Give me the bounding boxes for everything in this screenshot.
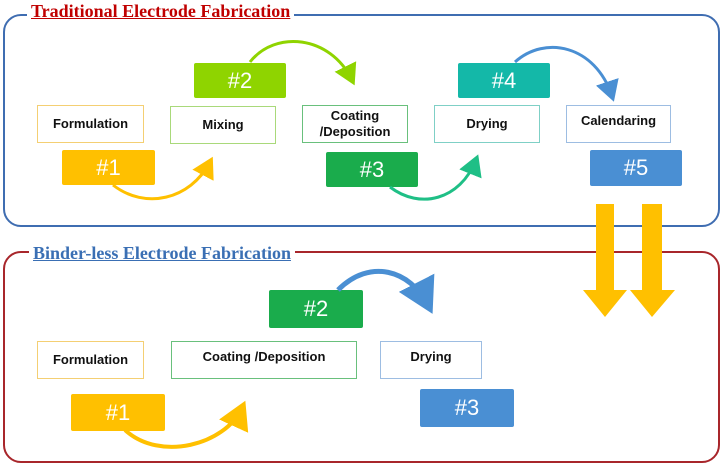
trad-step-coating: Coating /Deposition (302, 105, 408, 143)
bind-step-formulation-label: Formulation (52, 352, 129, 367)
bind-step-formulation: Formulation (37, 341, 144, 379)
traditional-title: Traditional Electrode Fabrication (27, 1, 295, 21)
trad-step-coating-label-2: /Deposition (319, 124, 391, 139)
trad-badge-2: #2 (194, 63, 286, 98)
bind-badge-1: #1 (71, 394, 165, 431)
bind-badge-2: #2 (269, 290, 363, 328)
trad-badge-3: #3 (326, 152, 418, 187)
bind-badge-3: #3 (420, 389, 514, 427)
bind-step-coating-label: Coating /Deposition (202, 349, 326, 364)
bind-step-coating: Coating /Deposition (171, 341, 357, 379)
traditional-panel (3, 14, 720, 227)
bind-step-drying: Drying (380, 341, 482, 379)
bind-step-drying-label: Drying (410, 349, 452, 364)
trad-step-mixing-label: Mixing (202, 117, 244, 132)
trad-badge-1: #1 (62, 150, 155, 185)
binderless-panel (3, 251, 720, 463)
trad-step-drying: Drying (434, 105, 540, 143)
trad-step-calendaring: Calendaring (566, 105, 671, 143)
trad-step-mixing: Mixing (170, 106, 276, 144)
binderless-title: Binder-less Electrode Fabrication (29, 243, 295, 263)
trad-step-calendaring-label: Calendaring (580, 113, 657, 128)
trad-step-coating-label-1: Coating (330, 108, 380, 123)
trad-step-formulation-label: Formulation (52, 116, 129, 131)
trad-badge-4: #4 (458, 63, 550, 98)
trad-step-formulation: Formulation (37, 105, 144, 143)
trad-step-drying-label: Drying (466, 116, 508, 131)
trad-badge-5: #5 (590, 150, 682, 186)
